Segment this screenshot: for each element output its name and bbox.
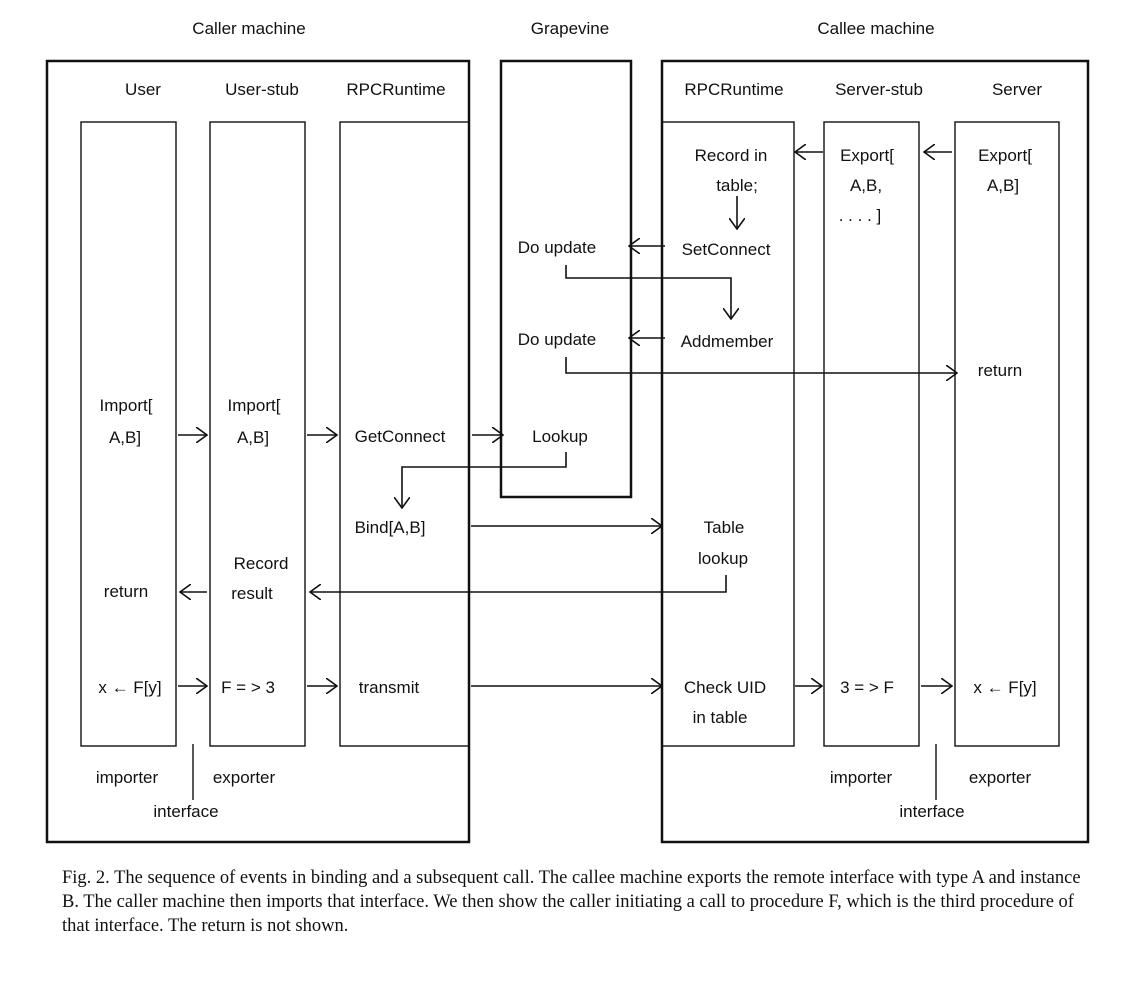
server-return-label: return [978,361,1022,380]
record-in-table-label: table; [716,176,758,195]
user-stub-import-label: A,B] [237,428,269,447]
caller-interface-label: interface [153,802,218,821]
callee-rpcruntime-column [661,121,795,747]
callee-exporter-label: exporter [969,768,1032,787]
user-stub-column [209,121,306,747]
user-return-label: return [104,582,148,601]
user-import-label: A,B] [109,428,141,447]
check-uid-label: Check UID [684,678,766,697]
user-stub-call-label: F = > 3 [221,678,275,697]
table-lookup-label: Table [704,518,745,537]
record-result-label: Record [234,554,289,573]
caller-machine-frame [45,59,471,844]
server-stub-export-label: A,B, [850,176,882,195]
user-stub-column-header: User-stub [225,80,299,99]
server-stub-export-label: Export[ [840,146,894,165]
do-update-label: Do update [518,330,596,349]
user-import-label: Import[ [100,396,153,415]
record-result-label: result [231,584,273,603]
callee-machine-heading: Callee machine [817,19,934,38]
grapevine-heading: Grapevine [531,19,609,38]
server-stub-call-label: 3 = > F [840,678,894,697]
grapevine-frame [499,59,633,499]
server-call-label: x ← F[y] [973,678,1036,697]
arrow-lookup-to-bind [402,452,567,508]
server-stub-column-header: Server-stub [835,80,923,99]
lookup-label: Lookup [532,427,588,446]
setconnect-label: SetConnect [682,240,771,259]
server-export-label: Export[ [978,146,1032,165]
arrow-update-to-addmember [565,265,731,319]
addmember-label: Addmember [681,332,774,351]
caller-rpcruntime-header: RPCRuntime [346,80,445,99]
server-export-label: A,B] [987,176,1019,195]
user-stub-import-label: Import[ [228,396,281,415]
caller-importer-label: importer [96,768,159,787]
callee-rpcruntime-header: RPCRuntime [684,80,783,99]
server-column [954,121,1060,747]
rpc-binding-diagram: Caller machine Grapevine Callee machine … [45,19,1090,844]
caller-exporter-label: exporter [213,768,276,787]
user-call-label: x ← F[y] [98,678,161,697]
transmit-label: transmit [359,678,420,697]
server-stub-export-label: . . . . ] [839,206,882,225]
getconnect-label: GetConnect [355,427,446,446]
bind-label: Bind[A,B] [355,518,426,537]
caller-machine-heading: Caller machine [192,19,305,38]
server-stub-column [823,121,920,747]
arrow-update-to-server-return [565,357,957,373]
callee-importer-label: importer [830,768,893,787]
user-column [80,121,177,747]
table-lookup-label: lookup [698,549,748,568]
check-uid-label: in table [693,708,748,727]
record-in-table-label: Record in [695,146,768,165]
callee-interface-label: interface [899,802,964,821]
arrow-table-lookup-to-record-result [310,575,727,592]
figure-caption: Fig. 2. The sequence of events in bindin… [62,868,1081,936]
caller-rpcruntime-column [339,121,470,747]
do-update-label: Do update [518,238,596,257]
user-column-header: User [125,80,161,99]
server-column-header: Server [992,80,1042,99]
